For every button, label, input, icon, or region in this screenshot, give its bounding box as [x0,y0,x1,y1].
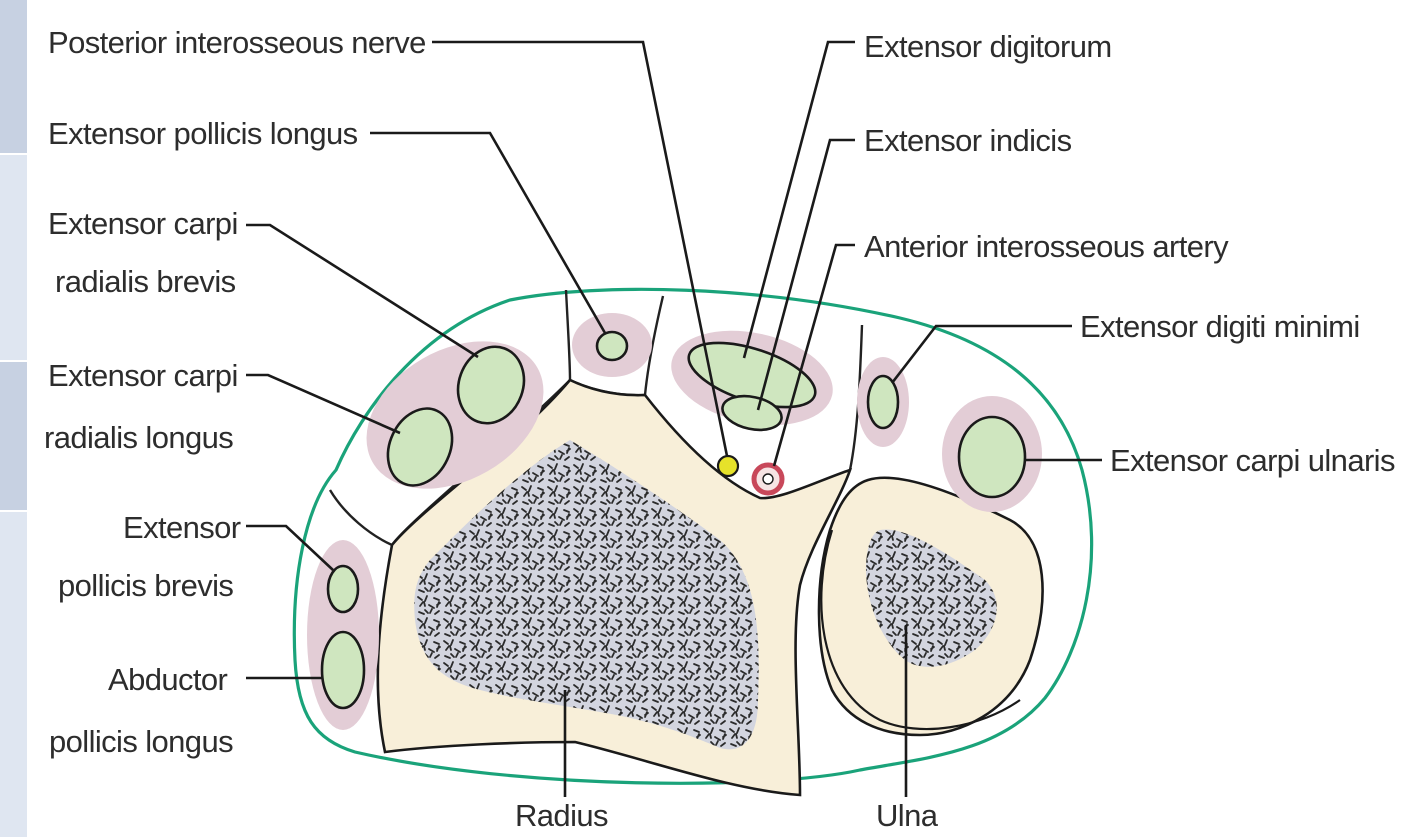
label-extensor-carpi-ulnaris: Extensor carpi ulnaris [1110,443,1395,478]
label-ecrl-line2: radialis longus [44,420,233,455]
posterior-interosseous-nerve [718,456,738,476]
anterior-interosseous-artery-lumen [763,474,773,484]
label-extensor-digitorum: Extensor digitorum [864,29,1112,64]
extensor-pollicis-brevis-muscle [328,566,358,612]
label-apl-line1: Abductor [108,662,228,697]
label-posterior-interosseous-nerve: Posterior interosseous nerve [48,25,426,60]
label-ecrl-line1: Extensor carpi [48,358,238,393]
label-extensor-pollicis-longus: Extensor pollicis longus [48,116,358,151]
label-ecrb-line1: Extensor carpi [48,206,238,241]
label-ecrb-line2: radialis brevis [55,264,236,299]
label-apl-line2: pollicis longus [49,724,233,759]
label-radius: Radius [515,798,608,833]
abductor-pollicis-longus-muscle [322,632,364,708]
extensor-pollicis-longus-muscle [597,332,627,360]
label-anterior-interosseous-artery: Anterior interosseous artery [864,229,1229,264]
label-extensor-digiti-minimi: Extensor digiti minimi [1080,309,1360,344]
label-epb-line1: Extensor [123,510,241,545]
label-ulna: Ulna [876,798,939,833]
label-extensor-indicis: Extensor indicis [864,123,1072,158]
extensor-carpi-ulnaris-muscle [959,417,1025,497]
label-epb-line2: pollicis brevis [58,568,233,603]
extensor-digiti-minimi-muscle [868,376,898,428]
